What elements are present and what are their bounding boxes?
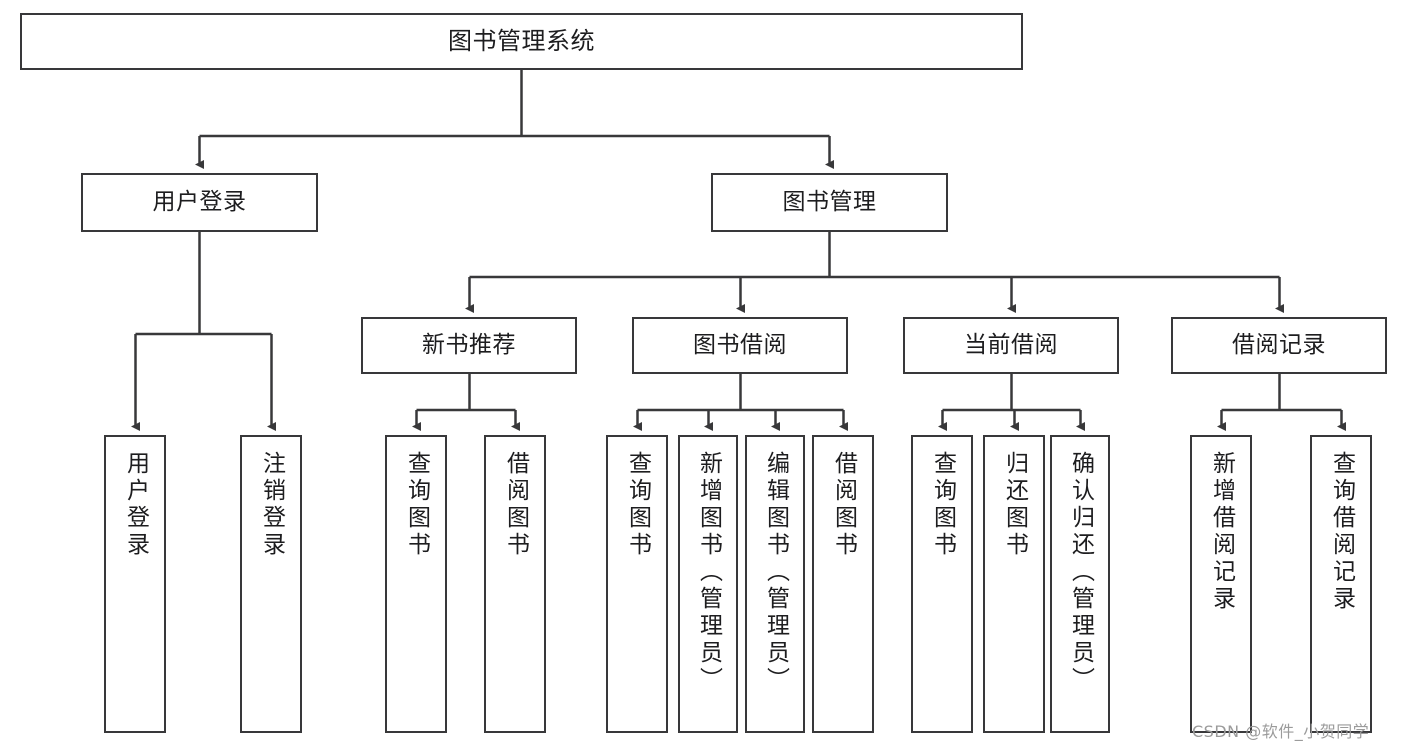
node-label: 借阅图书 (502, 451, 529, 559)
node-borrow-record[interactable]: 借阅记录 (1171, 317, 1387, 374)
leaf-node-user-login[interactable]: 用户登录 (104, 435, 166, 733)
node-label: 用户登录 (122, 451, 149, 559)
node-label: 新增借阅记录 (1208, 451, 1235, 613)
leaf-node-add-book-admin[interactable]: 新增图书（管理员） (678, 435, 738, 733)
leaf-node-add-borrow-record[interactable]: 新增借阅记录 (1190, 435, 1252, 733)
node-label: 注销登录 (258, 451, 285, 559)
leaf-node-borrow-books[interactable]: 借阅图书 (812, 435, 874, 733)
node-user-login[interactable]: 用户登录 (81, 173, 318, 232)
node-label: 借阅记录 (1232, 331, 1326, 358)
node-current-borrow[interactable]: 当前借阅 (903, 317, 1119, 374)
leaf-node-return-books[interactable]: 归还图书 (983, 435, 1045, 733)
node-new-book-recommend[interactable]: 新书推荐 (361, 317, 577, 374)
leaf-node-query-books-recommend[interactable]: 查询图书 (385, 435, 447, 733)
node-label: 借阅图书 (830, 451, 857, 559)
node-label: 图书借阅 (693, 331, 787, 358)
node-label: 确认归还（管理员） (1067, 451, 1094, 694)
node-root-system[interactable]: 图书管理系统 (20, 13, 1023, 70)
node-label: 新书推荐 (422, 331, 516, 358)
leaf-node-query-books-current[interactable]: 查询图书 (911, 435, 973, 733)
node-label: 图书管理 (782, 188, 877, 215)
node-book-management[interactable]: 图书管理 (711, 173, 948, 232)
node-label: 编辑图书（管理员） (762, 451, 789, 694)
leaf-node-confirm-return-admin[interactable]: 确认归还（管理员） (1050, 435, 1110, 733)
node-label: 归还图书 (1001, 451, 1028, 559)
node-label: 查询借阅记录 (1328, 451, 1355, 613)
node-label: 查询图书 (624, 451, 651, 559)
node-label: 图书管理系统 (448, 27, 595, 56)
leaf-node-logout[interactable]: 注销登录 (240, 435, 302, 733)
leaf-node-borrow-books-recommend[interactable]: 借阅图书 (484, 435, 546, 733)
node-label: 当前借阅 (964, 331, 1058, 358)
node-label: 查询图书 (929, 451, 956, 559)
leaf-node-query-borrow-record[interactable]: 查询借阅记录 (1310, 435, 1372, 733)
node-label: 新增图书（管理员） (695, 451, 722, 694)
watermark-credit: CSDN @软件_小贺同学 (1192, 722, 1370, 741)
node-label: 查询图书 (403, 451, 430, 559)
leaf-node-query-books-borrow[interactable]: 查询图书 (606, 435, 668, 733)
node-book-borrow[interactable]: 图书借阅 (632, 317, 848, 374)
leaf-node-edit-book-admin[interactable]: 编辑图书（管理员） (745, 435, 805, 733)
node-label: 用户登录 (152, 188, 247, 215)
